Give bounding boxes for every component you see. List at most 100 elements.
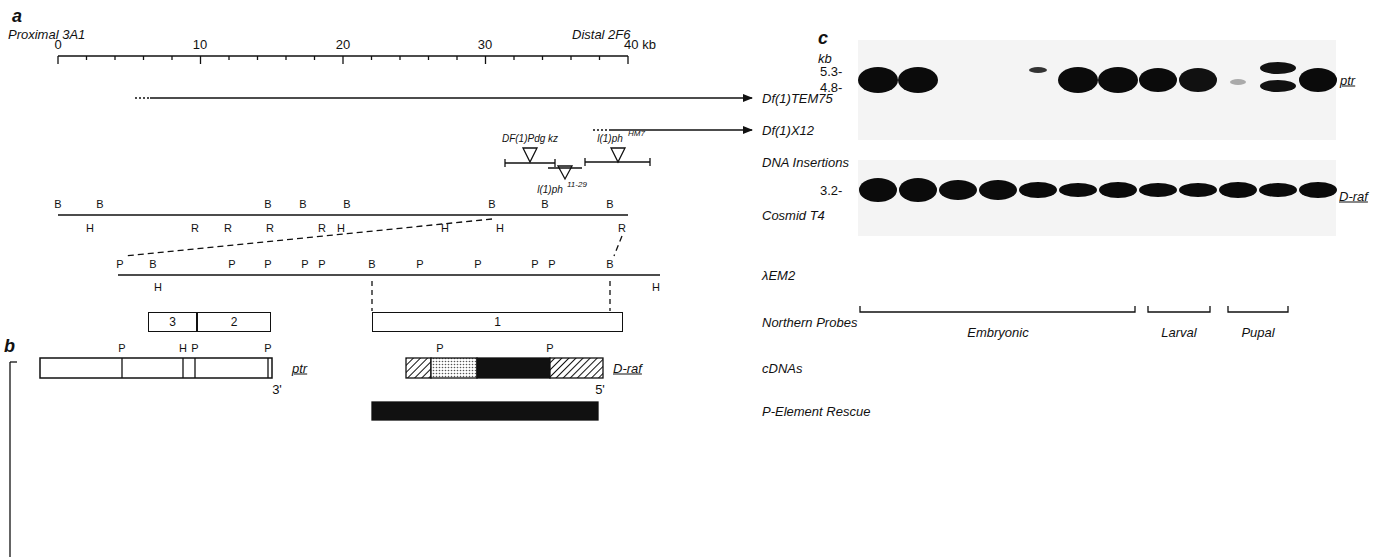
restriction-site: P: [116, 259, 123, 270]
scale-number: 30: [478, 38, 492, 51]
scale-tick: [428, 56, 429, 60]
scale-tick: [399, 56, 400, 60]
size-marker: 4.8-: [820, 81, 842, 94]
blot-band: [939, 180, 977, 200]
insertion-name: DF(1)Pdg kz: [502, 134, 558, 144]
deficiency-name: Df(1)X12: [762, 124, 814, 137]
blot-band: [979, 180, 1017, 200]
restriction-site: H: [179, 343, 187, 354]
map-end: Distal 2F6: [572, 28, 631, 41]
restriction-site: H: [337, 223, 345, 234]
restriction-site: H: [441, 223, 449, 234]
restriction-site: B: [606, 199, 613, 210]
blot-band: [1029, 67, 1047, 73]
scale-tick: [542, 56, 543, 60]
restriction-site: P: [264, 259, 271, 270]
restriction-site: P: [191, 343, 198, 354]
restriction-site: P: [548, 259, 555, 270]
scale-tick: [285, 56, 286, 60]
restriction-site: P: [474, 259, 481, 270]
gene-name: ptr: [292, 362, 307, 375]
blot-band: [1299, 182, 1337, 198]
scale-tick: [485, 56, 486, 64]
blot-band: [1299, 68, 1337, 92]
track-name: λEM2: [762, 269, 795, 282]
restriction-site: P: [301, 259, 308, 270]
restriction-site: R: [266, 223, 274, 234]
blot-band: [899, 178, 937, 202]
restriction-site: B: [54, 199, 61, 210]
restriction-site: B: [541, 199, 548, 210]
probe-number: 3: [169, 316, 176, 328]
scale-tick: [257, 56, 258, 60]
strand-end: 3': [272, 383, 282, 396]
strand-end: 5': [595, 383, 605, 396]
probe-box: 3: [148, 312, 197, 332]
blot-band: [1139, 183, 1177, 197]
restriction-site: B: [368, 259, 375, 270]
blot-band: [1260, 62, 1296, 74]
restriction-site: B: [488, 199, 495, 210]
track-name: cDNAs: [762, 362, 802, 375]
blot-band: [858, 67, 898, 93]
blot-band: [1019, 182, 1057, 198]
scale-tick: [228, 56, 229, 60]
scale-number: 40 kb: [624, 38, 656, 51]
panel-letter: a: [12, 7, 22, 25]
scale-tick: [627, 56, 628, 64]
scale-tick: [599, 56, 600, 60]
restriction-site: R: [318, 223, 326, 234]
scale-tick: [314, 56, 315, 60]
restriction-site: B: [299, 199, 306, 210]
blot-band: [1059, 183, 1097, 197]
scale-tick: [342, 56, 343, 64]
restriction-site: R: [191, 223, 199, 234]
probe-number: 1: [494, 316, 501, 328]
blot-band: [1230, 79, 1246, 85]
restriction-site: P: [118, 343, 125, 354]
restriction-site: P: [264, 343, 271, 354]
scale-number: 0: [54, 38, 61, 51]
scale-number: 20: [336, 38, 350, 51]
restriction-site: P: [531, 259, 538, 270]
blot-band: [1139, 68, 1177, 92]
track-name: Northern Probes: [762, 316, 857, 329]
panel-letter: c: [818, 29, 828, 47]
gene-name: D-raf: [613, 362, 642, 375]
probe-box: 1: [372, 312, 623, 332]
restriction-site: P: [416, 259, 423, 270]
scale-tick: [143, 56, 144, 60]
restriction-site: H: [496, 223, 504, 234]
restriction-site: B: [96, 199, 103, 210]
restriction-site: P: [546, 343, 553, 354]
blot-band: [1058, 67, 1098, 93]
restriction-site: R: [618, 223, 626, 234]
scale-tick: [86, 56, 87, 60]
restriction-site: H: [86, 223, 94, 234]
scale-tick: [456, 56, 457, 60]
restriction-site: R: [224, 223, 232, 234]
blot-band: [898, 67, 938, 93]
stage-name: Pupal: [1241, 326, 1274, 339]
map-end: Proximal 3A1: [8, 28, 85, 41]
restriction-site: B: [149, 259, 156, 270]
blot-band: [1099, 182, 1137, 198]
restriction-site: B: [264, 199, 271, 210]
scale-tick: [171, 56, 172, 60]
scale-tick: [371, 56, 372, 60]
scale-tick: [570, 56, 571, 60]
blot-band: [1259, 183, 1297, 197]
track-name: Cosmid T4: [762, 209, 825, 222]
probe-name: ptr: [1340, 74, 1355, 87]
blot-band: [1179, 68, 1217, 92]
scale-tick: [513, 56, 514, 60]
allele-superscript: HM7: [628, 130, 645, 138]
probe-box: 2: [197, 312, 271, 332]
blot-band: [1179, 183, 1217, 197]
size-marker: 5.3-: [820, 65, 842, 78]
stage-name: Embryonic: [967, 326, 1028, 339]
scale-tick: [57, 56, 58, 64]
panel-letter: b: [4, 337, 15, 355]
track-name: P-Element Rescue: [762, 405, 870, 418]
probe-number: 2: [231, 316, 238, 328]
